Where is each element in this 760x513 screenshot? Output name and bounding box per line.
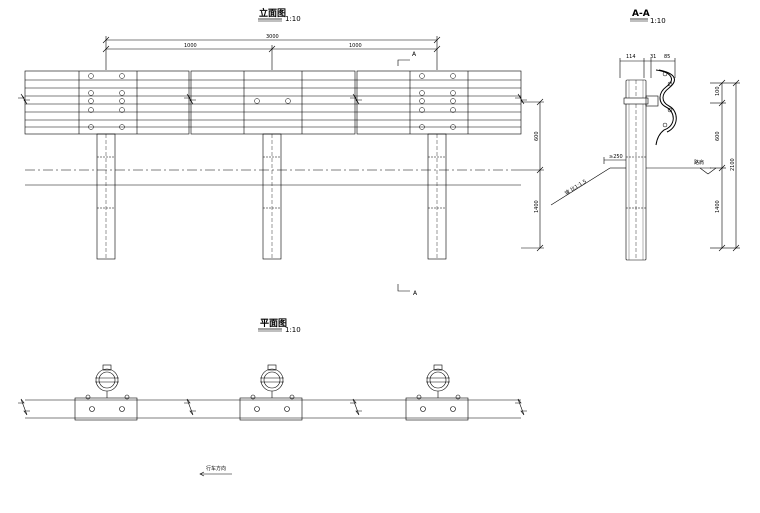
guardrail-beam — [18, 70, 527, 135]
dim-sub-left: 1000 — [184, 43, 197, 49]
dim-600: 600 — [715, 131, 721, 141]
elevation-dimensions: 3000 1000 1000 — [102, 34, 441, 70]
section-mark-top: A — [397, 51, 417, 66]
plan-view: 平面图 1:10 — [18, 318, 527, 477]
plan-beam — [18, 398, 527, 419]
section-post — [623, 79, 659, 261]
direction-label: 行车方向 — [206, 465, 226, 472]
section-top-dims: 114 31 85 — [619, 54, 676, 78]
guardrail-posts — [96, 133, 447, 260]
dim-100: 100 — [715, 86, 721, 96]
dim-above-ground: 600 — [534, 131, 540, 141]
dim-85: 85 — [664, 54, 670, 60]
elevation-height-dims: 600 1400 — [521, 98, 544, 252]
elevation-scale: 1:10 — [285, 15, 301, 23]
dim-2100: 2100 — [730, 158, 736, 171]
beam-bolts — [88, 73, 456, 130]
section-view: A-A 1:10 114 31 85 — [550, 9, 740, 261]
ground-line — [25, 169, 521, 186]
w-beam-profile — [655, 69, 677, 146]
elevation-view: 立面图 1:10 3000 1000 1000 A — [18, 7, 544, 297]
plan-scale: 1:10 — [285, 326, 301, 334]
road-shoulder-label: 路肩 — [694, 159, 704, 166]
plan-title: 平面图 — [260, 318, 287, 329]
dim-sub-right: 1000 — [349, 43, 362, 49]
section-title: A-A — [632, 9, 650, 19]
dim-1400: 1400 — [715, 200, 721, 213]
section-mark-bottom: A — [397, 284, 418, 297]
elevation-title: 立面图 — [259, 7, 286, 19]
direction-arrow: 行车方向 — [199, 465, 232, 477]
plan-post-2 — [239, 364, 303, 421]
plan-post-1 — [74, 364, 138, 421]
dim-below-ground: 1400 — [534, 200, 540, 213]
section-ground: ≥250 坡 比1:1.5 路肩 — [550, 154, 717, 206]
svg-text:A: A — [412, 51, 417, 58]
section-scale: 1:10 — [650, 17, 666, 25]
dim-114: 114 — [626, 54, 636, 60]
slope-label: 坡 比1:1.5 — [563, 178, 587, 197]
dim-31: 31 — [650, 54, 656, 60]
offset-label: ≥250 — [609, 154, 623, 160]
svg-text:A: A — [413, 290, 418, 297]
plan-post-3 — [405, 364, 469, 421]
section-height-dims: 100 600 1400 2100 — [710, 79, 740, 252]
dim-total-length: 3000 — [266, 34, 279, 40]
